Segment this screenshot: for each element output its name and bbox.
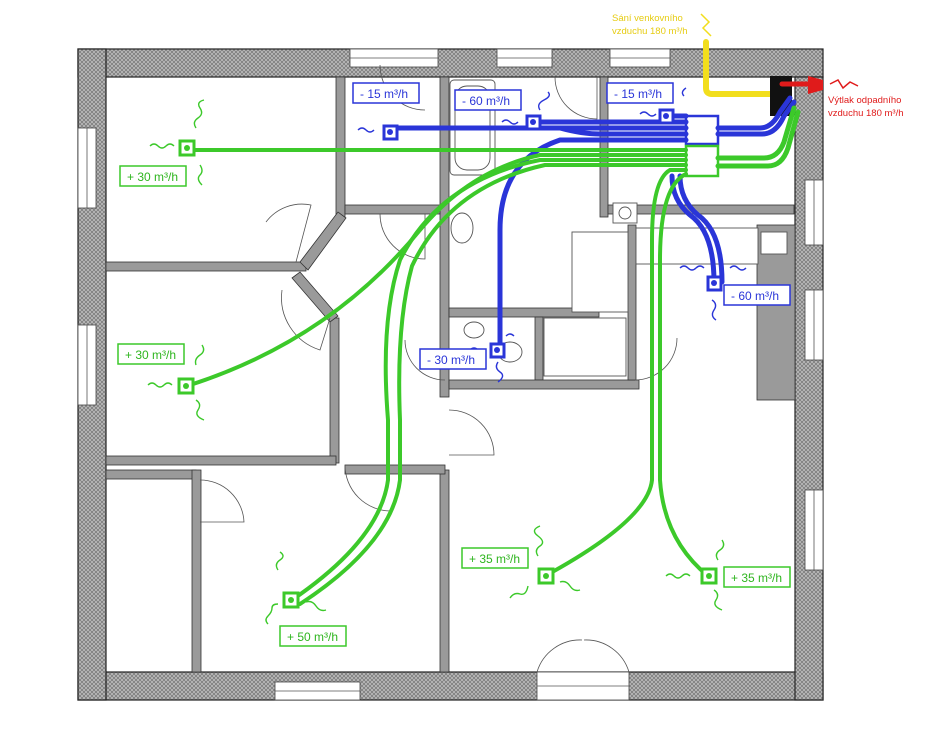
label-intake: Sání venkovního vzduchu 180 m³/h (612, 13, 688, 37)
hrv-unit (684, 114, 720, 178)
intake-duct (700, 13, 781, 97)
label-supply-living-left: + 35 m³/h (461, 547, 529, 569)
label-exhaust-kitchen: - 60 m³/h (723, 284, 791, 306)
doors (199, 64, 678, 673)
label-text: + 30 m³/h (127, 170, 178, 184)
label-supply-bedroom-top: + 30 m³/h (119, 165, 187, 187)
windows (77, 48, 824, 701)
label-supply-living-right: + 35 m³/h (723, 566, 791, 588)
label-text: - 15 m³/h (360, 87, 408, 101)
label-exhaust-wc-small: - 30 m³/h (419, 348, 487, 370)
label-text: - 60 m³/h (731, 289, 779, 303)
label-exhaust-bath: - 60 m³/h (454, 89, 522, 111)
label-text: + 35 m³/h (731, 571, 782, 585)
label-text: + 30 m³/h (125, 348, 176, 362)
terminals (177, 108, 723, 609)
intake-line2: vzduchu 180 m³/h (612, 26, 688, 37)
supply-ducts (188, 105, 801, 606)
label-text: - 60 m³/h (462, 94, 510, 108)
label-supply-bedroom-mid: + 30 m³/h (117, 343, 185, 365)
intake-line1: Sání venkovního (612, 13, 683, 24)
label-outlet: Výtlak odpadního vzduchu 180 m³/h (828, 95, 904, 119)
outlet-line2: vzduchu 180 m³/h (828, 108, 904, 119)
label-text: + 50 m³/h (287, 630, 338, 644)
airflow-marks (147, 87, 747, 625)
label-text: + 35 m³/h (469, 552, 520, 566)
interior-walls (105, 76, 796, 673)
label-text: - 30 m³/h (427, 353, 475, 367)
label-exhaust-wc-top: - 15 m³/h (352, 82, 420, 104)
label-supply-bedroom-bottom: + 50 m³/h (279, 625, 347, 647)
label-exhaust-storage: - 15 m³/h (606, 82, 674, 104)
outlet-line1: Výtlak odpadního (828, 95, 901, 106)
label-text: - 15 m³/h (614, 87, 662, 101)
